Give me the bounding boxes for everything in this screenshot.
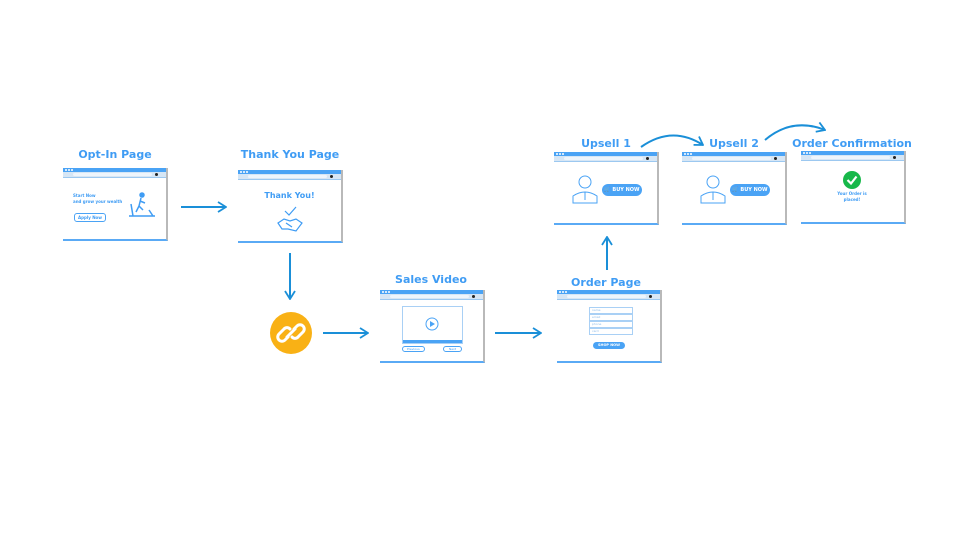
title-upsell-2: Upsell 2 (709, 137, 759, 150)
email-field[interactable]: email (589, 314, 633, 321)
title-sales-video: Sales Video (395, 273, 467, 286)
cart-icon: 🛒 (732, 187, 741, 193)
buy-now-label: BUY NOW (740, 187, 768, 193)
handshake-check-icon (277, 206, 303, 232)
window-addressbar (238, 174, 341, 180)
buy-now-button[interactable]: 🛒 BUY NOW (730, 184, 770, 196)
window-addressbar (554, 156, 657, 162)
optin-line2: and grow your wealth (73, 199, 123, 204)
upsell-2-window: 🛒 BUY NOW (682, 152, 787, 225)
window-titlebar (63, 168, 166, 172)
treadmill-runner-icon (129, 192, 155, 217)
buy-now-label: BUY NOW (612, 187, 640, 193)
window-titlebar (554, 152, 657, 156)
buy-now-button[interactable]: 🛒 BUY NOW (602, 184, 642, 196)
next-button[interactable]: Next (443, 346, 462, 352)
window-addressbar (557, 294, 660, 300)
arrow-upsell2-to-confirmation (764, 125, 825, 141)
title-order-page: Order Page (571, 276, 641, 289)
optin-line1: Start Now (73, 193, 96, 198)
title-opt-in: Opt-In Page (78, 148, 152, 161)
window-titlebar (238, 170, 341, 174)
window-titlebar (682, 152, 785, 156)
apply-now-button[interactable]: Apply Now (74, 213, 106, 222)
person-icon (700, 175, 726, 204)
order-confirmation-window: Your Order is placed! (801, 151, 906, 224)
video-progress-bar[interactable] (403, 340, 462, 343)
upsell-1-window: 🛒 BUY NOW (554, 152, 659, 225)
opt-in-page-window: Start Now and grow your wealth Apply Now (63, 168, 168, 241)
window-addressbar (380, 294, 483, 300)
phone-field[interactable]: phone (589, 321, 633, 328)
video-player[interactable] (402, 306, 463, 344)
card-field[interactable]: card (589, 328, 633, 335)
window-addressbar (63, 172, 166, 178)
thank-you-heading: Thank You! (264, 191, 315, 200)
window-titlebar (801, 151, 904, 155)
previous-button[interactable]: Previous (402, 346, 425, 352)
window-addressbar (682, 156, 785, 162)
play-icon[interactable] (425, 317, 439, 331)
link-icon (270, 312, 312, 354)
name-field[interactable]: name (589, 307, 633, 314)
window-titlebar (380, 290, 483, 294)
check-circle-icon (843, 171, 861, 189)
window-titlebar (557, 290, 660, 294)
order-page-window: name email phone card SHOP NOW (557, 290, 662, 363)
shop-now-button[interactable]: SHOP NOW (593, 342, 625, 349)
sales-video-window: Previous Next (380, 290, 485, 363)
title-order-confirmation: Order Confirmation (792, 137, 912, 150)
arrow-upsell1-to-upsell2 (640, 134, 703, 148)
title-upsell-1: Upsell 1 (581, 137, 631, 150)
cart-icon: 🛒 (604, 187, 613, 193)
window-addressbar (801, 155, 904, 161)
thank-you-page-window: Thank You! (238, 170, 343, 243)
order-placed-message: Your Order is placed! (837, 191, 867, 202)
title-thank-you: Thank You Page (240, 148, 340, 161)
person-icon (572, 175, 598, 204)
